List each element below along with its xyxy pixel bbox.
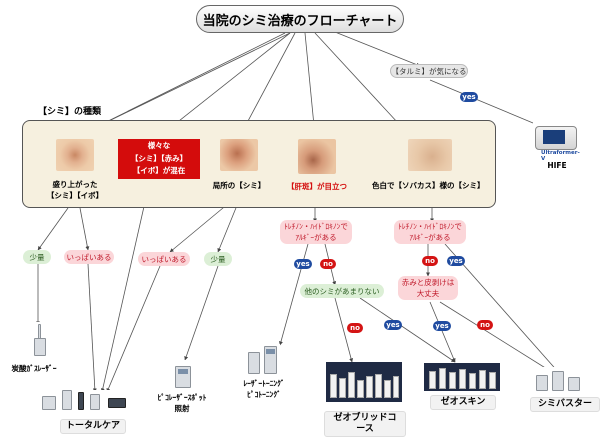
- total-care-devices: [38, 390, 138, 412]
- fair-spot-photo: [408, 139, 452, 171]
- edge-many-total: [87, 263, 97, 393]
- local-few-node: 少量: [204, 252, 232, 266]
- edge-other-no: [334, 297, 354, 363]
- raised-spot-photo: [56, 139, 94, 171]
- redness-node: 赤みと皮剥けは 大丈夫: [398, 276, 458, 300]
- type-liver: 【肝斑】が目立つ: [287, 182, 347, 191]
- zeo-hybrid-label: ゼオブリッドコース: [324, 411, 406, 437]
- edge-allergy2-yes: [444, 243, 561, 375]
- other-no-badge: no: [347, 323, 363, 333]
- local-many-node: いっぱいある: [138, 252, 190, 266]
- edge-few2-pico: [184, 265, 219, 361]
- zeo-skin-products: [424, 363, 500, 391]
- liver-allergy-node: ﾄﾚﾁﾉﾝ・ﾊｲﾄﾞﾛｷﾉﾝで ｱﾙｷﾞｰがある: [280, 220, 352, 244]
- edge-tarumi-hifu: [429, 79, 546, 129]
- co2-laser-label: 炭酸ｶﾞｽﾚｰｻﾞｰ: [11, 364, 57, 373]
- edge-raised-many: [79, 207, 90, 251]
- edge-title-liver: [304, 32, 317, 137]
- laser-toning-label: ﾚｰｻﾞｰﾄｰﾆﾝｸﾞ ﾋﾟｺﾄｰﾆﾝｸﾞ: [243, 379, 285, 399]
- type-local: 局所の【シミ】: [212, 181, 266, 190]
- edge-redness-no: [439, 301, 556, 375]
- redness-no-badge: no: [477, 320, 493, 330]
- section-label: 【シミ】の種類: [38, 107, 102, 117]
- hifu-device: Ultraformer-V: [533, 122, 580, 162]
- tarumi-yes-badge: yes: [460, 92, 478, 102]
- liver-yes-badge: yes: [294, 259, 312, 269]
- laser-toning-devices: [246, 344, 280, 376]
- edge-raised-few: [37, 207, 69, 251]
- pico-spot-label: ﾋﾟｺﾚｰｻﾞｰｽﾎﾟｯﾄ 照射: [157, 393, 207, 413]
- hifu-brand: Ultraformer-V: [541, 150, 580, 162]
- fair-allergy-node: ﾄﾚﾁﾉﾝ・ﾊｲﾄﾞﾛｷﾉﾝで ｱﾙｷﾞｰがある: [394, 220, 466, 244]
- type-fair: 色白で【ソバカス】様の【シミ】: [372, 181, 485, 190]
- raised-few-node: 少量: [23, 250, 51, 264]
- liver-spot-photo: [298, 139, 336, 174]
- co2-laser-device: [26, 322, 52, 358]
- shimi-buster-label: シミバスター: [530, 397, 600, 412]
- fair-no-badge: no: [422, 256, 438, 266]
- zeo-skin-label: ゼオスキン: [430, 395, 496, 410]
- other-spots-node: 他のシミがあまりない: [300, 284, 384, 298]
- raised-many-node: いっぱいある: [64, 250, 114, 264]
- shimi-buster-devices: [534, 367, 582, 393]
- redness-yes-badge: yes: [433, 321, 451, 331]
- tarumi-node: 【タルミ】が気になる: [390, 64, 468, 78]
- edge-title-tarumi: [329, 29, 421, 67]
- type-mixed: 様々な 【シミ】【赤み】 【イボ】が混在: [118, 139, 200, 179]
- other-yes-badge: yes: [384, 320, 402, 330]
- flowchart-title: 当院のシミ治療のフローチャート: [196, 5, 404, 33]
- edge-mixed-total: [100, 179, 151, 393]
- edge-many2-total: [106, 265, 161, 393]
- edge-title-fair: [314, 32, 411, 137]
- hifu-label: HIFE: [547, 161, 567, 170]
- local-spot-photo: [220, 139, 258, 171]
- edge-title-mixed: [159, 32, 291, 137]
- edge-title-local: [239, 32, 296, 137]
- total-care-label: トータルケア: [60, 419, 126, 434]
- edge-other-yes: [359, 297, 456, 363]
- fair-yes-badge: yes: [447, 256, 465, 266]
- liver-no-badge: no: [320, 259, 336, 269]
- zeo-hybrid-products: [326, 362, 402, 402]
- pico-spot-device: [172, 360, 194, 390]
- type-raised: 盛り上がった 【シミ】【イボ】: [46, 180, 104, 200]
- edge-redness-yes: [429, 301, 456, 363]
